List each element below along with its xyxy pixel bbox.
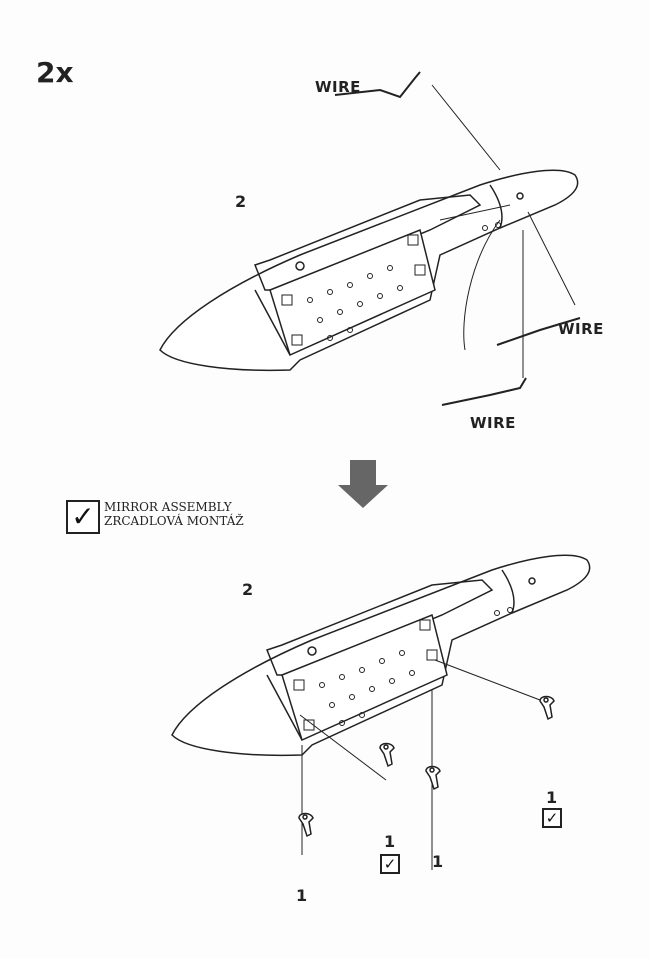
mirror-check-icon: ✓ [380,854,400,874]
pod-bottom-drawing [171,554,591,757]
quantity-label: 2x [36,56,74,89]
mirror-check-icon: ✓ [542,808,562,828]
wire-label: WIRE [315,78,361,96]
part-number-mirror: 1 [296,886,308,905]
mirror-note-en: MIRROR ASSEMBLY [104,500,232,514]
mirror-assembly-note: MIRROR ASSEMBLY ZRCADLOVÁ MONTÁŽ [104,500,244,528]
pod-top-drawing [159,169,579,372]
wires [334,71,581,406]
wire-label: WIRE [558,320,604,338]
part-number-pod: 2 [235,192,247,211]
down-arrow-icon [338,460,388,508]
part-number-mirror: 1 [546,788,558,807]
leader-lines [299,84,576,870]
part-number-pod: 2 [242,580,254,599]
part-number-mirror: 1 [384,832,396,851]
part-number-mirror: 1 [432,852,444,871]
mirror-check-icon: ✓ [66,500,100,534]
mirror-note-cz: ZRCADLOVÁ MONTÁŽ [104,514,244,528]
wire-label: WIRE [470,414,516,432]
